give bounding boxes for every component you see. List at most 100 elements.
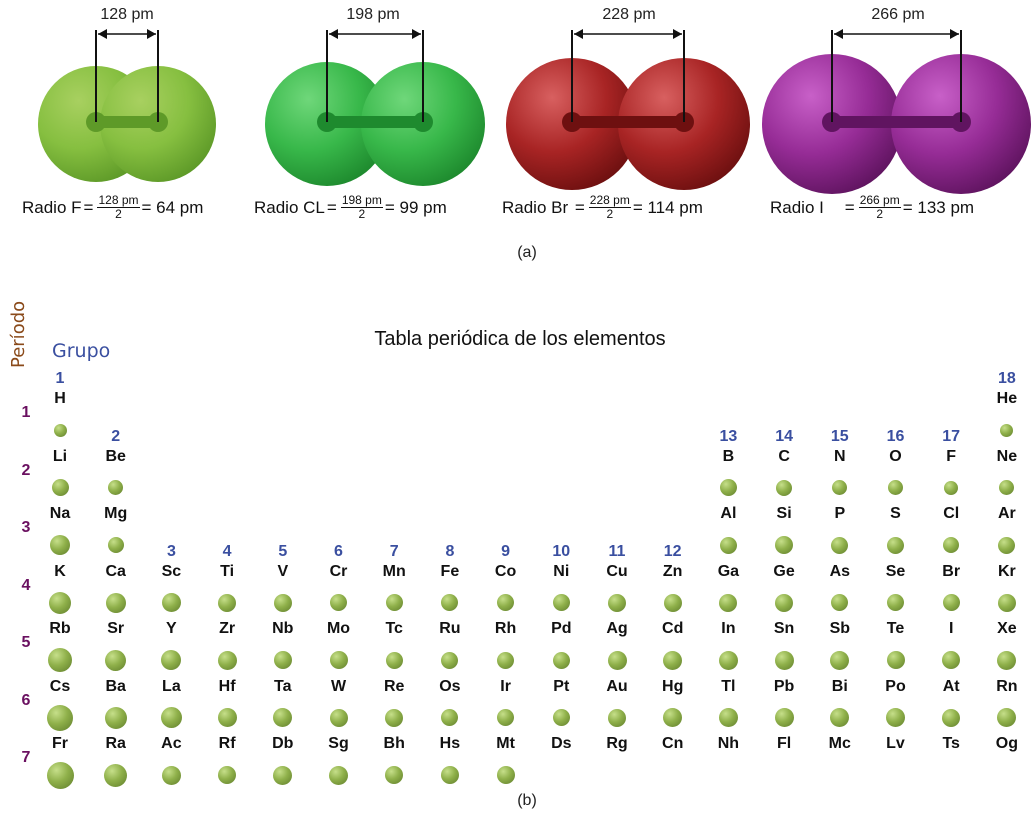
element-symbol-db: Db [272, 735, 294, 752]
element-symbol-rb: Rb [49, 620, 71, 637]
group-number-17: 17 [942, 427, 961, 445]
element-symbol-s: S [890, 505, 901, 522]
element-symbol-in: In [721, 620, 736, 637]
atom-radius-v [273, 593, 292, 612]
element-symbol-zr: Zr [219, 620, 236, 637]
atom-radius-ru [441, 651, 459, 669]
atom-radius-n [832, 480, 848, 495]
atom-radius-be [108, 480, 124, 495]
atom-radius-h [53, 423, 67, 437]
atom-radius-bi [830, 708, 850, 727]
radius-name: Radio Br [502, 197, 569, 217]
atom-radius-c [776, 479, 793, 496]
atom-radius-sb [830, 650, 850, 670]
element-symbol-nh: Nh [717, 735, 740, 752]
element-symbol-og: Og [995, 735, 1018, 752]
atom-radius-in [718, 650, 738, 670]
element-symbol-xe: Xe [997, 620, 1017, 637]
atom-radius-cs [47, 704, 73, 731]
element-symbol-te: Te [886, 620, 905, 637]
atom-radius-as [831, 594, 849, 611]
element-symbol-os: Os [439, 677, 461, 695]
panel-a-molecules: 128 pm 198 pm 228 pm 266 pm Radio F= 128… [0, 0, 1035, 275]
element-symbol-h: H [54, 390, 66, 407]
molecule-br [506, 29, 750, 190]
element-symbol-po: Po [885, 677, 906, 695]
element-symbol-re: Re [383, 677, 405, 695]
atom-radius-te [886, 651, 905, 669]
element-symbol-hg: Hg [662, 677, 684, 695]
atom-radius-os [441, 709, 459, 726]
element-symbol-au: Au [606, 677, 628, 695]
atom-radius-rb [48, 648, 72, 672]
element-symbol-at: At [942, 677, 960, 695]
arrowhead [574, 29, 583, 39]
atom-radius-sc [161, 593, 181, 612]
element-symbol-ne: Ne [996, 447, 1018, 465]
period-number-5: 5 [21, 634, 31, 651]
atom-radius-ga [719, 593, 738, 612]
group-number-10: 10 [552, 542, 571, 560]
element-symbol-cu: Cu [606, 562, 628, 580]
atom-radius-ta [273, 708, 293, 727]
atom-radius-bh [385, 766, 404, 784]
element-symbol-cs: Cs [49, 677, 71, 695]
atom-radius-mt [496, 766, 515, 784]
atom-radius-ca [105, 592, 126, 613]
atom-radius-b [719, 479, 737, 496]
atom-radius-ra [104, 763, 128, 787]
group-number-5: 5 [278, 542, 288, 560]
atom-radius-mn [385, 594, 403, 611]
atom-radius-rf [218, 766, 237, 784]
arrowhead [950, 29, 959, 39]
element-symbol-ti: Ti [220, 562, 235, 580]
atom-radius-ag [607, 650, 627, 670]
atom-radius-co [497, 594, 515, 611]
table-title: Tabla periódica de los elementos [374, 328, 666, 350]
element-symbol-ba: Ba [105, 677, 126, 695]
element-symbol-na: Na [49, 505, 71, 522]
fraction-numerator: 128 pm [97, 193, 140, 208]
radius-name: Radio F [22, 197, 82, 217]
atom-radius-hg [663, 708, 683, 727]
element-symbol-ir: Ir [500, 677, 511, 695]
fraction-denominator: 2 [115, 207, 122, 221]
atom-radius-au [608, 708, 626, 727]
atom-radius-pb [774, 708, 794, 727]
group-number-15: 15 [830, 427, 849, 445]
element-symbol-hf: Hf [218, 677, 236, 695]
element-symbol-mc: Mc [828, 735, 851, 752]
group-number-4: 4 [222, 542, 232, 560]
atom-radius-zr [217, 650, 237, 670]
period-number-4: 4 [21, 576, 31, 594]
element-symbol-tl: Tl [721, 677, 736, 695]
element-symbol-cd: Cd [662, 620, 684, 637]
atom-radius-y [161, 650, 182, 670]
radius-result: = 64 pm [141, 197, 204, 217]
element-symbol-br: Br [942, 562, 961, 580]
atom-radius-cr [330, 594, 347, 611]
atom-radius-o [888, 480, 903, 495]
radius-result: = 99 pm [384, 197, 447, 217]
radius-name: Radio I [770, 197, 824, 217]
period-axis-label: Período [8, 300, 29, 368]
arrowhead [98, 29, 107, 39]
molecule-cl [265, 29, 485, 186]
fraction-numerator: 266 pm [858, 193, 901, 208]
element-symbol-bi: Bi [831, 677, 848, 695]
atom-radius-sg [329, 765, 348, 785]
fraction-denominator: 2 [606, 207, 614, 221]
fraction-numerator: 228 pm [588, 193, 631, 208]
atom-radius-li [51, 479, 69, 496]
element-symbol-rh: Rh [494, 620, 517, 637]
atom-radius-re [385, 708, 404, 727]
atom-radius-ir [497, 709, 515, 726]
element-symbol-si: Si [776, 505, 792, 522]
element-symbol-co: Co [494, 562, 517, 580]
element-symbol-al: Al [720, 505, 737, 522]
atom-radius-ba [104, 706, 127, 729]
atom-radius-rh [497, 651, 515, 669]
